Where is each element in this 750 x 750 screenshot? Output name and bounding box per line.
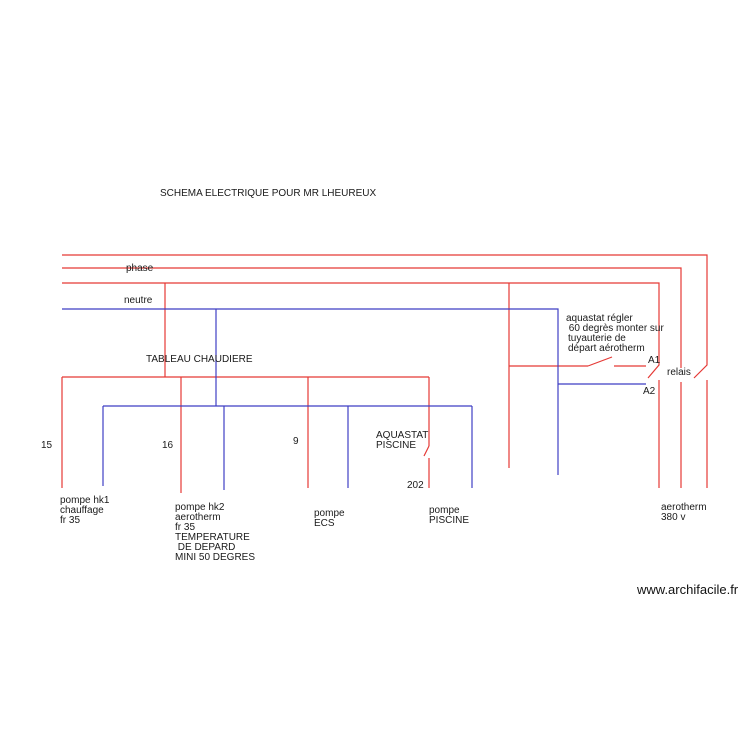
aerotherm-line-1: aerotherm [661,502,707,513]
aquastat-aero-line-3: tuyauterie de [568,333,626,344]
phase-line-2 [62,267,682,368]
circuit-number-9: 9 [293,436,299,447]
diagram-title: SCHEMA ELECTRIQUE POUR MR LHEUREUX [160,188,376,199]
aquastat-aero-line-1: aquastat régler [566,313,633,324]
watermark-link[interactable]: www.archifacile.fr [636,582,739,597]
phase-line-3 [62,282,660,379]
phase-label: phase [126,263,154,274]
relay-label: relais [667,367,691,378]
phase-line-1 [62,254,708,379]
hk1-line-3: fr 35 [60,515,80,526]
aquastat-aero-switch [587,356,613,367]
load-aerotherm: aerotherm 380 v [661,502,707,523]
phase-wires [61,254,708,493]
load-ecs: pompe ECS [314,508,345,529]
neutral-wires [62,308,646,490]
load-hk2: pompe hk2 aerotherm fr 35 TEMPERATURE DE… [175,502,255,563]
hk2-line-4: TEMPERATURE [175,532,250,543]
piscine-line-1: pompe [429,505,460,516]
hk2-line-6: MINI 50 DEGRES [175,552,255,563]
circuit-number-202: 202 [407,480,424,491]
relay-a1-label: A1 [648,355,661,366]
aquastat-piscine-switch [423,445,430,457]
hk2-line-1: pompe hk2 [175,502,225,513]
aquastat-aero-line-4: départ aérotherm [568,343,645,354]
relay-a2-label: A2 [643,386,656,397]
piscine-line-2: PISCINE [429,515,469,526]
hk2-line-5: DE DEPARD [175,542,235,553]
circuit-number-16: 16 [162,440,174,451]
neutre-label: neutre [124,295,153,306]
aquastat-aero-line-2: 60 degrès monter sur [566,323,664,334]
load-hk1: pompe hk1 chauffage fr 35 [60,495,110,526]
load-piscine: pompe PISCINE [429,505,469,526]
tableau-chaudiere-label: TABLEAU CHAUDIERE [146,354,253,365]
aquastat-piscine-line-2: PISCINE [376,440,416,451]
ecs-line-2: ECS [314,518,335,529]
hk1-line-1: pompe hk1 [60,495,110,506]
neutre-line [62,308,559,475]
aerotherm-line-2: 380 v [661,512,685,523]
hk2-line-3: fr 35 [175,522,195,533]
hk1-line-2: chauffage [60,505,104,516]
circuit-number-15: 15 [41,440,53,451]
hk2-line-2: aerotherm [175,512,221,523]
ecs-line-1: pompe [314,508,345,519]
aquastat-piscine-line-1: AQUASTAT [376,430,428,441]
